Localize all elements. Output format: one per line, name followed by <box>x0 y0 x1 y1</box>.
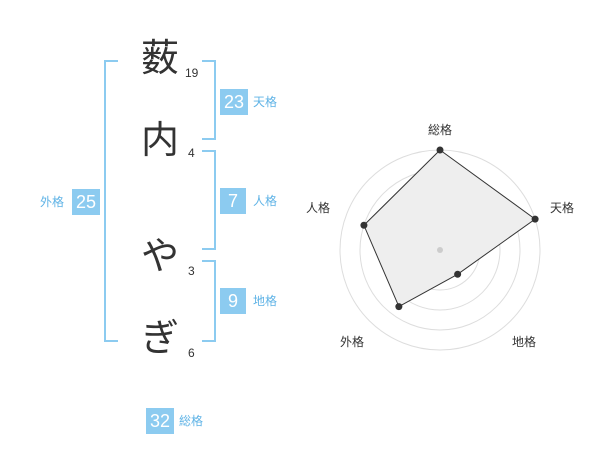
chikaku-label: 地格 <box>253 294 278 308</box>
radar-point <box>531 215 539 223</box>
name-char-4: ぎ <box>140 316 179 360</box>
jinkaku-bracket <box>202 150 216 250</box>
radar-axis-label-jinkaku: 人格 <box>306 200 330 215</box>
tenkaku-value: 23 <box>220 89 248 115</box>
tenkaku-label: 天格 <box>253 95 278 109</box>
soukaku-label: 総格 <box>179 414 204 428</box>
name-char-2: 内 <box>140 118 179 162</box>
radar-point <box>395 303 403 311</box>
chikaku-bracket <box>202 260 216 342</box>
chikaku-value: 9 <box>220 288 246 314</box>
soukaku-value: 32 <box>146 408 174 434</box>
stroke-count-4: 6 <box>188 346 195 360</box>
fortune-radar-chart: 総格 天格 地格 外格 人格 <box>306 122 574 351</box>
radar-point <box>454 270 462 278</box>
stroke-count-3: 3 <box>188 264 195 278</box>
radar-shape <box>363 149 536 308</box>
tenkaku-bracket <box>202 60 216 140</box>
gaikaku-label: 外格 <box>40 195 65 209</box>
jinkaku-value: 7 <box>220 188 246 214</box>
radar-axis-label-gaikaku: 外格 <box>340 334 364 349</box>
radar-point <box>360 221 368 229</box>
stroke-count-2: 4 <box>188 146 195 160</box>
name-char-1: 薮 <box>140 36 179 80</box>
radar-axis-label-soukaku: 総格 <box>428 122 452 137</box>
stroke-count-1: 19 <box>185 66 199 80</box>
radar-axis-label-chikaku: 地格 <box>512 334 536 349</box>
jinkaku-label: 人格 <box>253 194 278 208</box>
name-char-3: や <box>140 234 179 278</box>
radar-center-dot <box>437 247 443 253</box>
radar-point <box>436 146 444 154</box>
radar-points <box>360 146 539 311</box>
gaikaku-bracket <box>104 60 118 342</box>
radar-axis-label-tenkaku: 天格 <box>550 200 574 215</box>
gaikaku-value: 25 <box>72 189 100 215</box>
